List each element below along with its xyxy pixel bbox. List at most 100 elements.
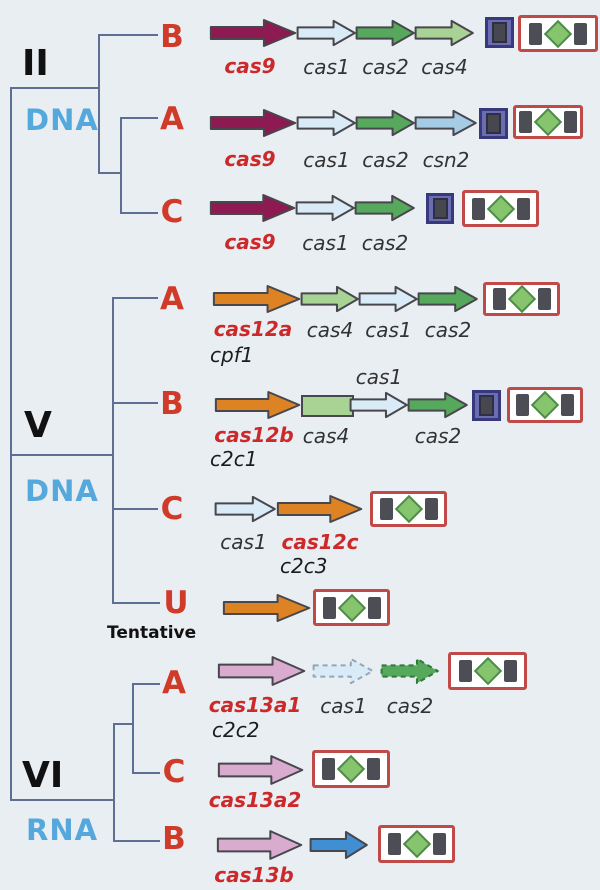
repeat-icon bbox=[503, 660, 517, 682]
tree-spine bbox=[10, 87, 12, 801]
clade-v-target: DNA bbox=[25, 474, 99, 508]
repeat-icon bbox=[458, 660, 472, 682]
gene-label-cas12b: cas12b bbox=[214, 423, 294, 447]
repeat-icon bbox=[387, 833, 401, 855]
repeat-icon bbox=[379, 498, 393, 520]
gene-arrow-cas2 bbox=[408, 391, 468, 419]
tree-branch-ii-sub bbox=[120, 117, 122, 214]
tree-branch-v-c bbox=[112, 508, 158, 510]
tree-branch-v-root bbox=[10, 454, 114, 456]
gene-alias-c2c2: c2c2 bbox=[212, 718, 260, 742]
repeat-icon bbox=[322, 596, 336, 619]
crispr-array-icon bbox=[448, 652, 527, 690]
gene-arrow-cas9 bbox=[210, 18, 297, 48]
subtype-letter-vi-b: B bbox=[162, 821, 186, 857]
spacer-diamond-icon bbox=[336, 754, 366, 784]
spacer-diamond-icon bbox=[486, 194, 515, 223]
gene-alias-c2c1: c2c1 bbox=[210, 447, 258, 471]
gene-label-cas13b: cas13b bbox=[214, 863, 294, 887]
repeat-icon bbox=[574, 22, 587, 45]
tracr-box-icon bbox=[479, 108, 508, 139]
tree-branch-v-b bbox=[112, 402, 158, 404]
gene-label-cas1: cas1 bbox=[320, 694, 367, 718]
crispr-array-icon bbox=[312, 750, 390, 788]
tree-branch-vi-main bbox=[113, 723, 115, 842]
repeat-icon bbox=[516, 197, 530, 220]
gene-arrow-cas4 bbox=[301, 285, 359, 313]
gene-label-cas4: cas4 bbox=[302, 424, 350, 448]
crispr-array-icon bbox=[513, 105, 583, 139]
gene-label-cas2: cas2 bbox=[361, 231, 409, 255]
repeat-icon bbox=[424, 498, 438, 520]
crispr-array-icon bbox=[378, 825, 455, 863]
gene-label-cas2: cas2 bbox=[424, 318, 472, 342]
crispr-array-icon bbox=[313, 589, 390, 626]
subtype-letter-v-c: C bbox=[160, 491, 184, 527]
gene-arrow-cas4 bbox=[415, 19, 474, 47]
spacer-diamond-icon bbox=[473, 656, 502, 686]
repeat-icon bbox=[529, 22, 542, 45]
tracr-inner-icon bbox=[432, 198, 448, 219]
gene-label-cas4: cas4 bbox=[421, 55, 468, 79]
gene-arrow-cas13a1 bbox=[218, 655, 306, 687]
tree-branch-v-u bbox=[112, 602, 160, 604]
repeat-icon bbox=[537, 288, 551, 310]
gene-arrow-cas1 bbox=[297, 109, 356, 137]
gene-label-cas2: cas2 bbox=[386, 694, 434, 718]
repeat-icon bbox=[432, 833, 446, 855]
gene-arrow-cas2 bbox=[356, 19, 415, 47]
subtype-letter-vi-a: A bbox=[162, 665, 186, 701]
tentative-note: Tentative bbox=[107, 623, 197, 643]
clade-ii-target: DNA bbox=[25, 103, 99, 137]
gene-arrow-cas9 bbox=[210, 108, 297, 138]
subtype-letter-ii-c: C bbox=[160, 194, 184, 230]
gene-label-cas13a1: cas13a1 bbox=[208, 693, 302, 717]
gene-arrow-cas1 bbox=[359, 285, 418, 313]
gene-label-cas2: cas2 bbox=[362, 148, 409, 172]
gene-arrow-csn2 bbox=[415, 109, 477, 137]
gene-arrow-cas2 bbox=[356, 109, 415, 137]
gene-arrow-accessory bbox=[310, 830, 368, 860]
spacer-diamond-icon bbox=[530, 390, 560, 420]
tracr-box-icon bbox=[426, 193, 454, 224]
tracr-inner-icon bbox=[479, 395, 494, 416]
crispr-array-icon bbox=[507, 387, 583, 423]
tracr-inner-icon bbox=[486, 113, 501, 134]
gene-label-cas9: cas9 bbox=[224, 230, 276, 254]
gene-arrow-cas12c bbox=[277, 494, 363, 524]
gene-label-cas9: cas9 bbox=[224, 147, 276, 171]
spacer-diamond-icon bbox=[394, 494, 423, 524]
tree-branch-vi-b bbox=[113, 840, 160, 842]
repeat-icon bbox=[561, 394, 574, 416]
gene-arrow-cas1 bbox=[350, 391, 408, 419]
gene-label-cas12c: cas12c bbox=[281, 530, 359, 554]
gene-rect-cas4 bbox=[301, 395, 354, 417]
gene-arrow-cas13a2 bbox=[218, 754, 304, 786]
gene-label-cas1: cas1 bbox=[365, 318, 412, 342]
crispr-array-icon bbox=[370, 491, 447, 527]
gene-label-cas2: cas2 bbox=[414, 424, 462, 448]
gene-arrow-cas12a bbox=[213, 284, 301, 314]
subtype-letter-v-b: B bbox=[160, 386, 184, 422]
gene-label-cas4: cas4 bbox=[306, 318, 354, 342]
subtype-letter-v-u: U bbox=[163, 585, 189, 621]
spacer-diamond-icon bbox=[507, 284, 536, 314]
gene-arrow-cas1-dashed bbox=[313, 657, 374, 685]
spacer-diamond-icon bbox=[402, 829, 431, 859]
gene-arrow-cas13b bbox=[217, 829, 303, 861]
gene-label-csn2: csn2 bbox=[422, 148, 470, 172]
crispr-array-icon bbox=[518, 15, 598, 52]
tree-branch-vi-a bbox=[132, 683, 160, 685]
gene-label-cas13a2: cas13a2 bbox=[208, 788, 302, 812]
gene-arrow-cas2-dashed bbox=[381, 657, 439, 685]
gene-arrow-cas1 bbox=[215, 495, 276, 523]
subtype-letter-ii-a: A bbox=[160, 101, 184, 137]
spacer-diamond-icon bbox=[533, 107, 563, 137]
clade-vi-target: RNA bbox=[26, 813, 99, 847]
clade-ii-numeral: II bbox=[22, 43, 49, 84]
crispr-array-icon bbox=[462, 190, 539, 227]
gene-arrow-cas1 bbox=[297, 19, 356, 47]
gene-label-cas12a: cas12a bbox=[213, 317, 293, 341]
crispr-array-icon bbox=[483, 282, 560, 316]
